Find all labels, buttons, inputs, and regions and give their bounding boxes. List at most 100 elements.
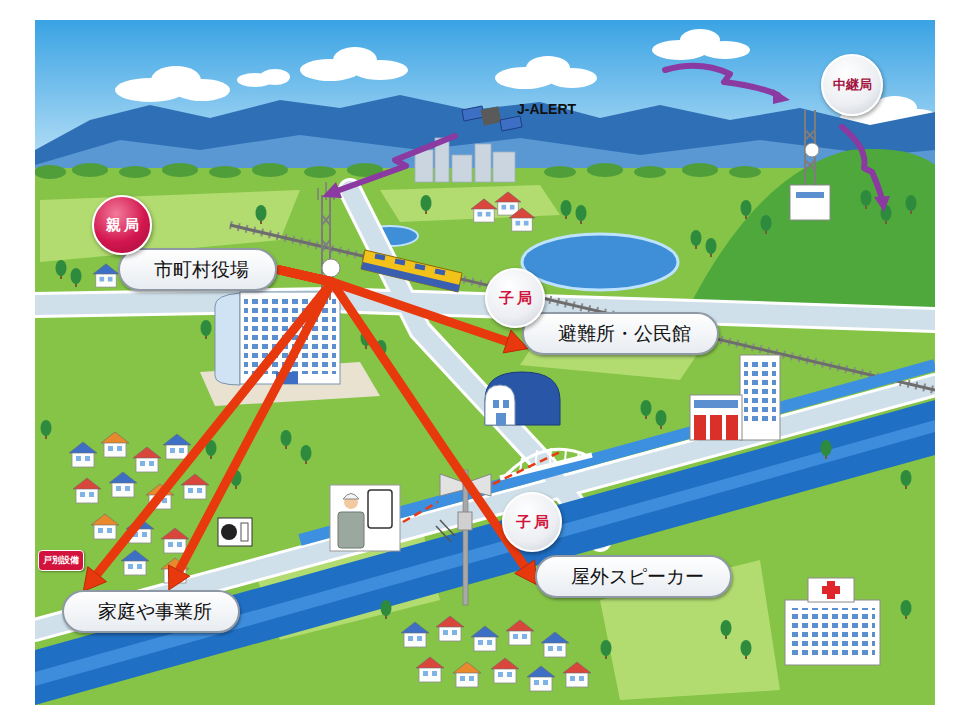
trees <box>821 440 832 459</box>
relay-station <box>805 143 819 157</box>
station-badge: 子局 <box>502 492 562 552</box>
radio-wave-heads <box>322 182 342 198</box>
badge-text: 親局 <box>103 216 142 235</box>
skyline <box>415 150 433 182</box>
houses <box>416 657 444 682</box>
trees <box>691 230 702 249</box>
houses <box>69 192 591 691</box>
houses <box>541 632 569 657</box>
trees <box>301 445 312 464</box>
tree-line <box>35 165 66 179</box>
skyline <box>475 144 491 182</box>
houses <box>563 662 591 687</box>
trees <box>381 600 392 619</box>
wireless-link <box>403 502 438 522</box>
city-hall <box>322 259 340 277</box>
worker-icon <box>343 494 359 500</box>
worker-icon <box>330 485 400 551</box>
station-badge: 親局 <box>92 195 152 255</box>
shelter <box>485 385 515 425</box>
train <box>361 250 462 292</box>
relay-station <box>790 110 830 220</box>
trees <box>761 215 772 234</box>
receiver-device <box>221 524 237 540</box>
outdoor-speaker <box>436 470 491 605</box>
label-text: 避難所・公民館 <box>558 320 691 347</box>
satellite <box>462 106 522 131</box>
houses <box>121 550 149 575</box>
railway <box>230 225 935 390</box>
relay-station <box>790 185 830 220</box>
clouds <box>352 60 408 80</box>
bridge <box>500 448 592 478</box>
river <box>35 365 935 705</box>
system-name: J-ALERT <box>517 101 576 117</box>
tree-line <box>162 163 198 177</box>
label-text: 家庭や事業所 <box>98 598 212 625</box>
receiver-device <box>241 523 248 541</box>
arrow-head <box>515 560 537 585</box>
trees <box>641 400 652 419</box>
worker-icon <box>338 512 364 548</box>
trees <box>56 260 67 279</box>
houses <box>93 264 119 287</box>
trees <box>656 410 667 429</box>
arrow-head <box>168 565 189 590</box>
radio-waves <box>665 66 778 95</box>
tree-line <box>119 166 151 178</box>
city-hall <box>215 293 240 385</box>
tree-line <box>209 166 241 178</box>
houses <box>73 478 101 503</box>
houses <box>509 208 535 231</box>
trees <box>561 200 572 219</box>
skyline <box>493 152 515 182</box>
river <box>35 420 935 686</box>
radio-wave-heads <box>874 196 890 212</box>
worker-icon <box>368 490 392 528</box>
houses <box>491 658 519 683</box>
trees <box>721 620 732 639</box>
arrow-head <box>83 567 106 592</box>
radio-wave-heads <box>773 89 790 104</box>
bridge <box>520 448 579 472</box>
houses <box>101 432 129 457</box>
houses <box>527 666 555 691</box>
fire-station <box>694 400 738 408</box>
houses <box>471 199 497 222</box>
label-text: 中継局 <box>833 76 872 94</box>
houses <box>133 447 161 472</box>
ponds <box>522 234 678 290</box>
station-badge: 子局 <box>485 268 545 328</box>
outdoor-speaker <box>458 512 472 530</box>
outdoor-speaker <box>436 520 455 542</box>
badge-text: 子局 <box>513 513 552 532</box>
trees <box>741 200 752 219</box>
hospital <box>790 608 875 656</box>
station-badge: 戸別設備 <box>38 550 84 571</box>
houses <box>471 626 499 651</box>
river <box>35 400 935 705</box>
clouds <box>547 68 597 88</box>
train <box>361 250 462 292</box>
scene-group <box>35 20 935 705</box>
satellite <box>481 106 502 125</box>
worker-icon <box>330 485 400 551</box>
houses <box>161 528 189 553</box>
trees <box>741 640 752 659</box>
tree-line <box>682 163 718 177</box>
tree-line <box>634 166 666 178</box>
fire-station <box>690 395 742 440</box>
fire-station <box>744 362 776 422</box>
wireless-link <box>493 452 560 484</box>
radio-waves <box>334 136 455 192</box>
fields <box>520 305 720 380</box>
fire-station <box>710 415 722 440</box>
train <box>375 256 445 273</box>
shelter <box>493 400 499 408</box>
tree-line <box>304 166 336 178</box>
trees <box>421 195 432 214</box>
relay-station <box>796 192 824 198</box>
receiver-device <box>218 518 252 546</box>
label-text: 屋外スピーカー <box>571 563 704 590</box>
